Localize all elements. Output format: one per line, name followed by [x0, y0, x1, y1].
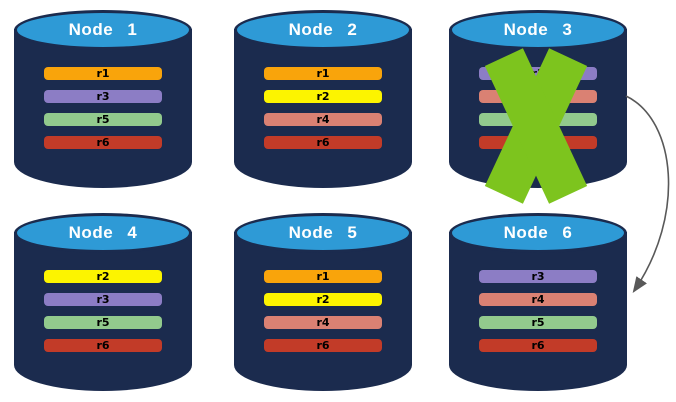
replica-label: r4 [316, 113, 330, 126]
replica-bar-r6: r6 [264, 339, 382, 352]
cylinder-top: Node 5 [234, 213, 412, 253]
replica-label: r5 [531, 316, 545, 329]
replica-bar-r1: r1 [264, 67, 382, 80]
replica-list: r1 r2 r4 r6 [264, 270, 382, 352]
replica-label: r2 [316, 90, 330, 103]
replica-bar-r4: r4 [479, 293, 597, 306]
replica-list: r3 r4 r5 r6 [479, 270, 597, 352]
cylinder-top: Node 4 [14, 213, 192, 253]
replica-bar-r4: r4 [264, 316, 382, 329]
replica-label: r6 [316, 339, 330, 352]
replica-label: r5 [96, 316, 110, 329]
replica-bar-r1: r1 [264, 270, 382, 283]
replica-list: r1 r3 r5 r6 [44, 67, 162, 149]
cylinder-body [234, 29, 412, 188]
replica-bar-r1: r1 [44, 67, 162, 80]
replica-label: r6 [531, 136, 545, 149]
replica-bar-r3: r3 [479, 67, 597, 80]
replica-bar-r5: r5 [44, 316, 162, 329]
replica-bar-r6: r6 [44, 136, 162, 149]
replica-bar-r3: r3 [44, 293, 162, 306]
node-title: Node 5 [288, 223, 358, 242]
replica-label: r3 [531, 270, 545, 283]
node-title: Node 2 [288, 20, 358, 39]
replica-label: r6 [316, 136, 330, 149]
replica-label: r3 [531, 67, 545, 80]
replica-label: r1 [316, 270, 330, 283]
replica-bar-r6: r6 [479, 136, 597, 149]
replica-label: r4 [316, 316, 330, 329]
replica-label: r4 [531, 90, 545, 103]
cylinder-top: Node 3 [449, 10, 627, 50]
replica-list: r3 r4 r5 r6 [479, 67, 597, 149]
replica-bar-r4: r4 [264, 113, 382, 126]
replica-bar-r3: r3 [44, 90, 162, 103]
database-node-2: Node 2 r1 r2 r4 r6 [234, 10, 412, 188]
cylinder-top: Node 2 [234, 10, 412, 50]
cylinder-top: Node 1 [14, 10, 192, 50]
database-node-4: Node 4 r2 r3 r5 r6 [14, 213, 192, 391]
replica-label: r4 [531, 293, 545, 306]
replica-label: r3 [96, 90, 110, 103]
replica-label: r6 [531, 339, 545, 352]
replica-bar-r5: r5 [479, 113, 597, 126]
replica-list: r1 r2 r4 r6 [264, 67, 382, 149]
database-node-3: Node 3 r3 r4 r5 r6 [449, 10, 627, 204]
replica-bar-r4: r4 [479, 90, 597, 103]
database-node-5: Node 5 r1 r2 r4 r6 [234, 213, 412, 391]
replica-label: r2 [316, 293, 330, 306]
database-node-6: Node 6 r3 r4 r5 r6 [449, 213, 627, 391]
failover-arrow-path [625, 95, 670, 293]
node-title: Node 4 [68, 223, 138, 242]
cylinder-top: Node 6 [449, 213, 627, 253]
replica-bar-r2: r2 [264, 90, 382, 103]
replica-label: r5 [96, 113, 110, 126]
replica-bar-r6: r6 [44, 339, 162, 352]
replica-label: r6 [96, 136, 110, 149]
node-title: Node 1 [68, 20, 138, 39]
replica-label: r3 [96, 293, 110, 306]
replica-label: r1 [316, 67, 330, 80]
replica-bar-r6: r6 [264, 136, 382, 149]
replica-label: r5 [531, 113, 545, 126]
replica-list: r2 r3 r5 r6 [44, 270, 162, 352]
cylinder-body [14, 232, 192, 391]
replica-label: r6 [96, 339, 110, 352]
replica-label: r2 [96, 270, 110, 283]
replica-bar-r5: r5 [44, 113, 162, 126]
database-node-1: Node 1 r1 r3 r5 r6 [14, 10, 192, 188]
cylinder-body [14, 29, 192, 188]
node-title: Node 3 [503, 20, 573, 39]
replica-bar-r6: r6 [479, 339, 597, 352]
replica-bar-r2: r2 [264, 293, 382, 306]
cylinder-body [234, 232, 412, 391]
replica-bar-r5: r5 [479, 316, 597, 329]
node-title: Node 6 [503, 223, 573, 242]
replica-label: r1 [96, 67, 110, 80]
replica-bar-r3: r3 [479, 270, 597, 283]
cylinder-body [449, 232, 627, 391]
replica-bar-r2: r2 [44, 270, 162, 283]
